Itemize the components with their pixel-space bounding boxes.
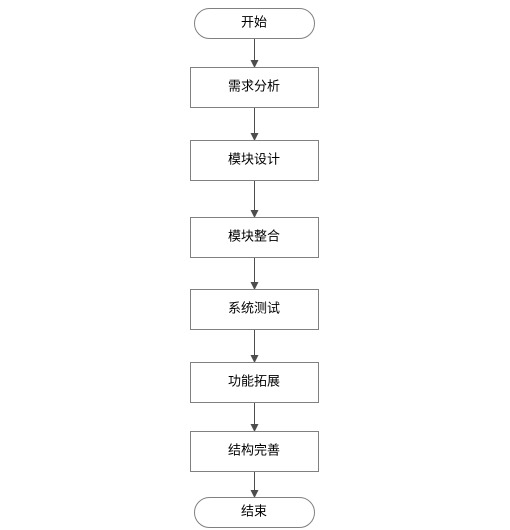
flow-node-label: 模块整合 xyxy=(228,230,280,245)
flow-node-start: 开始 xyxy=(194,8,315,39)
flow-node-label: 功能拓展 xyxy=(228,375,280,390)
flow-node-structure-refinement: 结构完善 xyxy=(190,431,319,472)
process-box xyxy=(190,217,319,258)
flow-node-label: 需求分析 xyxy=(228,80,280,95)
process-box xyxy=(190,362,319,403)
flow-node-system-testing: 系统测试 xyxy=(190,289,319,330)
flow-node-label: 系统测试 xyxy=(228,302,280,317)
process-box xyxy=(190,431,319,472)
flow-node-label: 结束 xyxy=(241,505,267,520)
process-box xyxy=(190,67,319,108)
flow-node-label: 结构完善 xyxy=(228,443,280,459)
terminal-shape xyxy=(194,8,315,39)
terminal-shape xyxy=(194,497,315,528)
process-box xyxy=(190,140,319,181)
flow-node-requirements-analysis: 需求分析 xyxy=(190,67,319,108)
flow-node-label: 模块设计 xyxy=(228,153,280,168)
flow-node-module-integration: 模块整合 xyxy=(190,217,319,258)
flow-node-feature-extension: 功能拓展 xyxy=(190,362,319,403)
flow-node-label: 开始 xyxy=(241,16,267,31)
flow-node-end: 结束 xyxy=(194,497,315,528)
flow-node-module-design: 模块设计 xyxy=(190,140,319,181)
process-box xyxy=(190,289,319,330)
